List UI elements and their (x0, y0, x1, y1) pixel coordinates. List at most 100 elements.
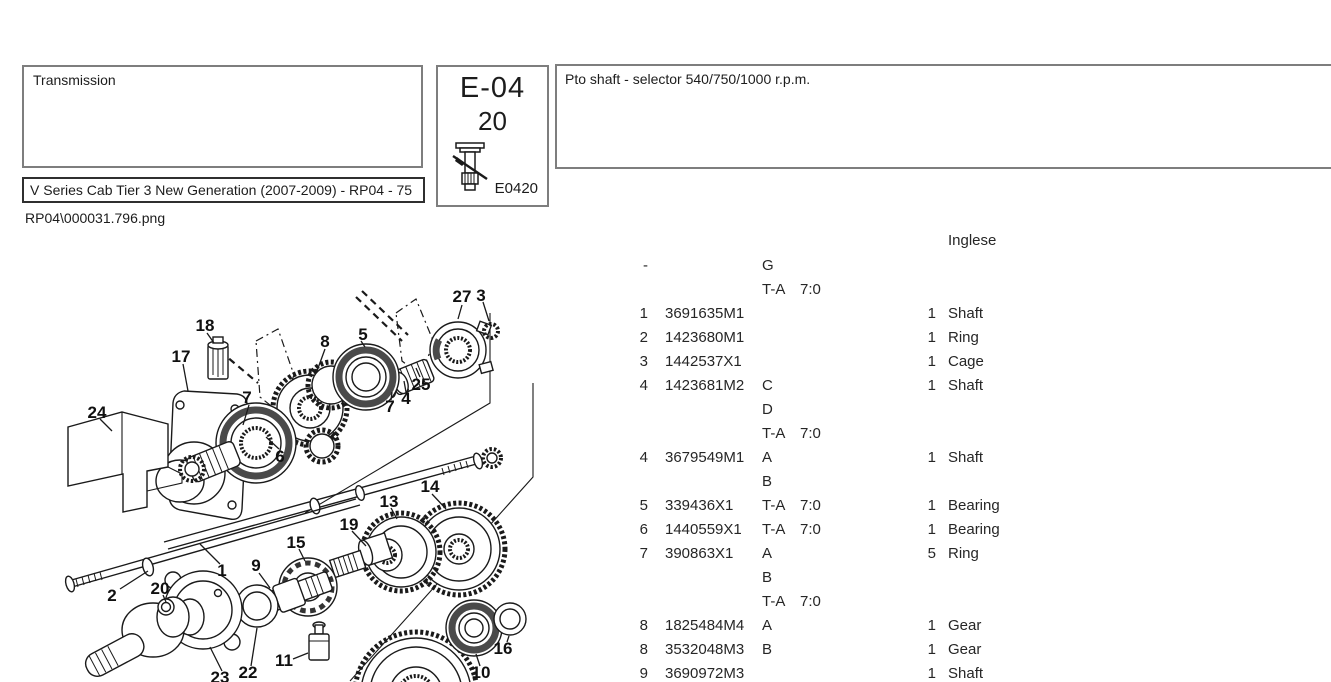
language-column-header: Inglese (948, 232, 997, 249)
cell-variant-code: T-A (762, 521, 786, 538)
parts-table-row[interactable]: T-A 7:0 (630, 590, 1090, 614)
diagram-callout-number: 20 (150, 579, 170, 598)
parts-table-row[interactable]: 8 1825484M4 A 1 Gear (630, 614, 1090, 638)
parts-table-row[interactable]: 5 339436X1 T-A 7:0 1 Bearing (630, 494, 1090, 518)
cell-part-number: 1440559X1 (665, 521, 742, 538)
parts-table-row[interactable]: 9 3690972M3 1 Shaft (630, 662, 1090, 682)
cell-ref-number: 3 (639, 353, 648, 370)
diagram-callout-number: 13 (379, 492, 399, 511)
parts-table-row[interactable]: 7 390863X1 A 5 Ring (630, 542, 1090, 566)
cell-serial-code: 7:0 (800, 497, 821, 514)
diagram-callout-number: 5 (358, 325, 368, 344)
diagram-callout-number: 9 (251, 556, 261, 575)
cell-variant-code: A (762, 617, 773, 634)
cell-quantity: 1 (927, 497, 936, 514)
diagram-callout-number: 25 (411, 375, 431, 394)
cell-quantity: 1 (927, 305, 936, 322)
diagram-callout-number: 1 (217, 561, 227, 580)
diagram-drawing (64, 290, 534, 682)
cell-description: Shaft (948, 305, 984, 322)
cell-quantity: 1 (927, 377, 936, 394)
parts-table-row[interactable]: B (630, 566, 1090, 590)
cell-ref-number: 7 (639, 545, 648, 562)
image-file-path: RP04\000031.796.png (25, 210, 166, 226)
diagram-callout-number: 2 (107, 586, 117, 605)
cell-variant-code: B (762, 641, 773, 658)
cell-description: Cage (948, 353, 984, 370)
cell-variant-code: A (762, 449, 773, 466)
parts-table-row[interactable]: 8 3532048M3 B 1 Gear (630, 638, 1090, 662)
diagram-callout-number: 8 (320, 332, 330, 351)
parts-table-row[interactable]: T-A 7:0 (630, 422, 1090, 446)
cell-part-number: 1423680M1 (665, 329, 745, 346)
cell-quantity: 1 (927, 329, 936, 346)
pto-shaft-crossed-icon (452, 142, 488, 191)
cell-description: Shaft (948, 449, 984, 466)
diagram-callout-number: 27 (452, 287, 472, 306)
cell-ref-number: - (643, 257, 648, 274)
parts-table-row[interactable]: 4 3679549M1 A 1 Shaft (630, 446, 1090, 470)
section-code: E-04 (459, 72, 526, 104)
parts-table-row[interactable]: T-A 7:0 (630, 278, 1090, 302)
diagram-callout-number: 22 (238, 663, 258, 682)
cell-ref-number: 2 (639, 329, 648, 346)
parts-table-row[interactable]: D (630, 398, 1090, 422)
cell-quantity: 1 (927, 449, 936, 466)
cell-variant-code: T-A (762, 281, 786, 298)
diagram-callout-number: 14 (420, 477, 440, 496)
figure-description-box: Pto shaft - selector 540/750/1000 r.p.m. (555, 64, 1331, 169)
cell-description: Bearing (948, 521, 1000, 538)
diagram-callout-number: 23 (210, 668, 230, 682)
cell-description: Gear (948, 617, 982, 634)
cell-variant-code: T-A (762, 593, 786, 610)
diagram-callout-number: 7 (242, 388, 252, 407)
cell-description: Shaft (948, 377, 984, 394)
cell-part-number: 339436X1 (665, 497, 734, 514)
cell-part-number: 1442537X1 (665, 353, 742, 370)
diagram-callout-number: 4 (401, 389, 411, 408)
cell-quantity: 1 (927, 665, 936, 682)
cell-description: Shaft (948, 665, 984, 682)
cell-variant-code: G (762, 257, 774, 274)
cell-quantity: 1 (927, 641, 936, 658)
cell-description: Bearing (948, 497, 1000, 514)
parts-table-row[interactable]: 4 1423681M2 C 1 Shaft (630, 374, 1090, 398)
cell-serial-code: 7:0 (800, 521, 821, 538)
cell-ref-number: 1 (639, 305, 648, 322)
cell-ref-number: 4 (639, 377, 648, 394)
cell-description: Ring (948, 329, 979, 346)
cell-variant-code: B (762, 569, 773, 586)
figure-code: E0420 (494, 180, 538, 197)
cell-variant-code: D (762, 401, 773, 418)
cell-variant-code: A (762, 545, 773, 562)
parts-table-row[interactable]: 6 1440559X1 T-A 7:0 1 Bearing (630, 518, 1090, 542)
cell-serial-code: 7:0 (800, 425, 821, 442)
cell-variant-code: T-A (762, 425, 786, 442)
cell-description: Ring (948, 545, 979, 562)
parts-table-row[interactable]: 1 3691635M1 1 Shaft (630, 302, 1090, 326)
cell-serial-code: 7:0 (800, 593, 821, 610)
model-box: V Series Cab Tier 3 New Generation (2007… (22, 177, 425, 203)
section-page-number: 20 (478, 106, 507, 136)
cell-part-number: 1825484M4 (665, 617, 745, 634)
cell-description: Gear (948, 641, 982, 658)
parts-table-row[interactable]: - G (630, 254, 1090, 278)
cell-ref-number: 4 (639, 449, 648, 466)
cell-quantity: 1 (927, 617, 936, 634)
diagram-callout-number: 17 (171, 347, 191, 366)
parts-table-row[interactable]: B (630, 470, 1090, 494)
cell-ref-number: 8 (639, 617, 648, 634)
diagram-callout-number: 6 (275, 447, 285, 466)
figure-description: Pto shaft - selector 540/750/1000 r.p.m. (565, 71, 811, 87)
cell-ref-number: 5 (639, 497, 648, 514)
section-code-box: E-04 20 E0420 (436, 65, 549, 207)
cell-ref-number: 9 (639, 665, 648, 682)
parts-table-row[interactable]: 2 1423680M1 1 Ring (630, 326, 1090, 350)
parts-table-row[interactable]: 3 1442537X1 1 Cage (630, 350, 1090, 374)
cell-ref-number: 8 (639, 641, 648, 658)
cell-variant-code: C (762, 377, 773, 394)
cell-ref-number: 6 (639, 521, 648, 538)
category-title: Transmission (33, 72, 116, 88)
cell-quantity: 5 (927, 545, 936, 562)
